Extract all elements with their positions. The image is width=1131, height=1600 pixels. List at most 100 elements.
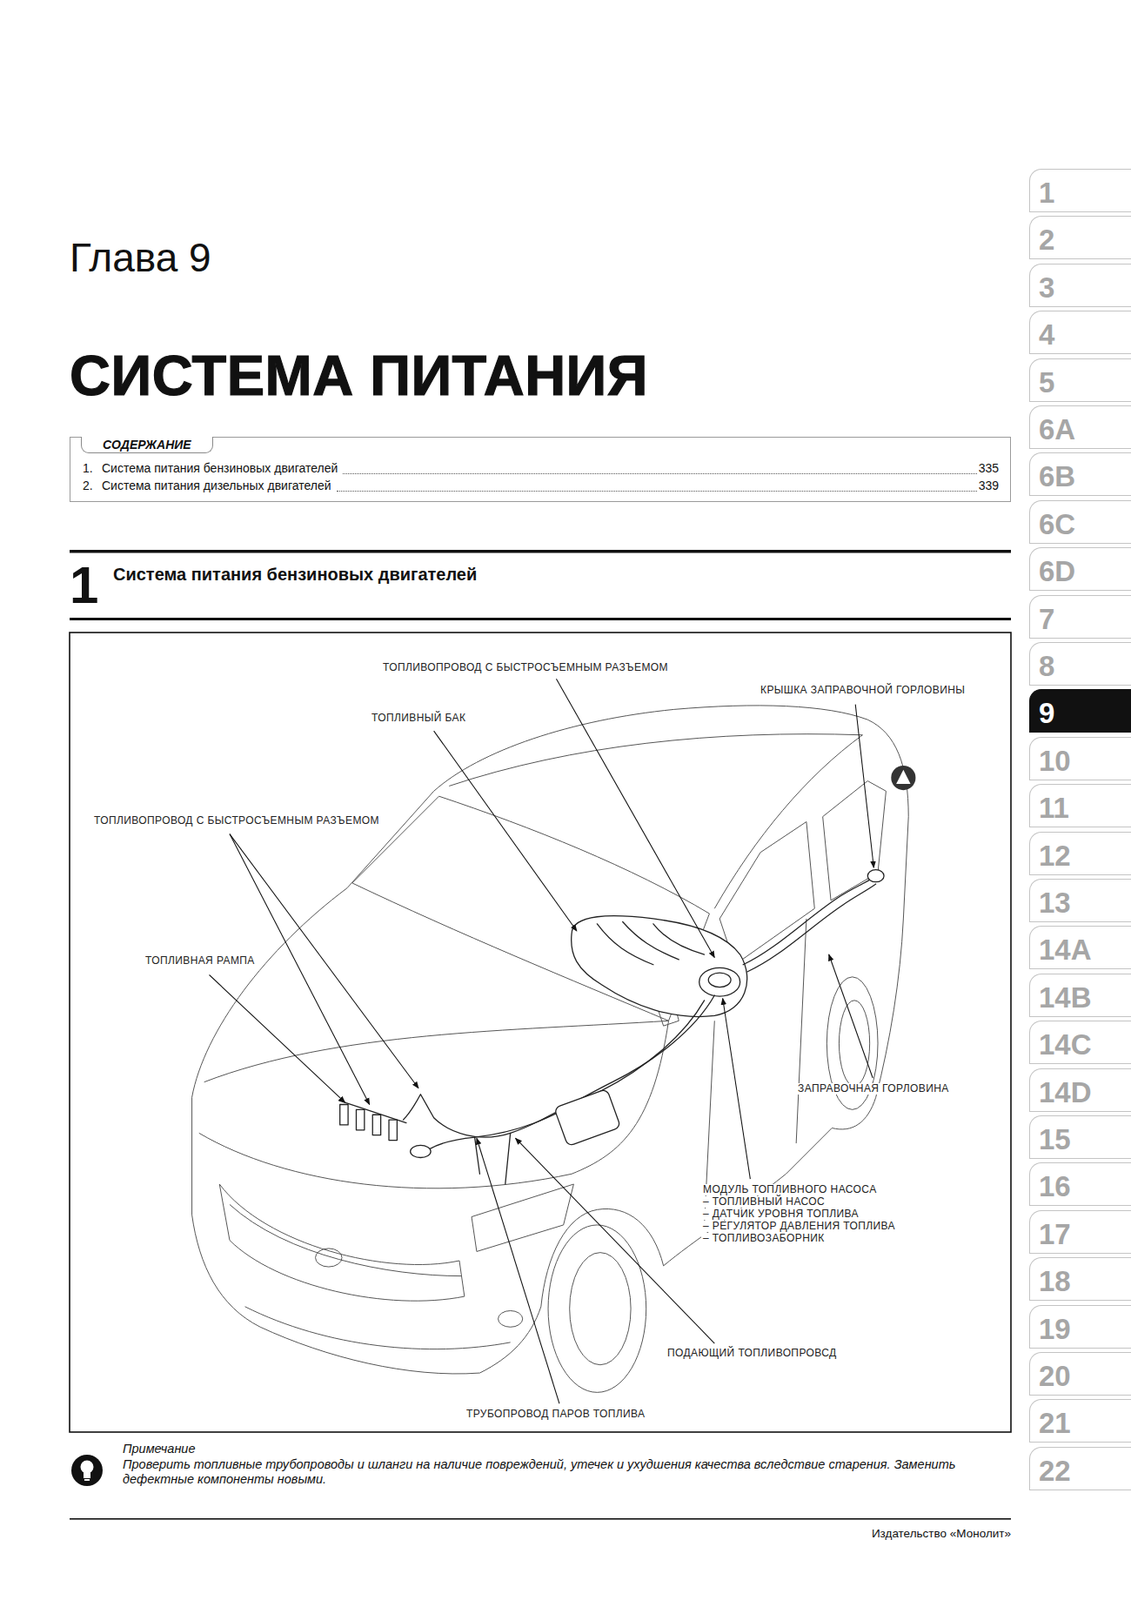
front-wheel-rim — [569, 1252, 631, 1366]
contents-heading: СОДЕРЖАНИЕ — [80, 436, 214, 454]
grille — [219, 1184, 465, 1301]
chapter-tab: 6C — [1029, 500, 1131, 544]
tab-number: 14D — [1038, 1077, 1092, 1107]
footer-rule — [69, 1518, 1011, 1520]
tab-number: 22 — [1038, 1456, 1071, 1486]
rear-wheel-rim — [838, 1000, 870, 1087]
tab-number: 20 — [1038, 1361, 1071, 1391]
note-icon — [71, 1454, 103, 1486]
leader-line — [229, 834, 419, 1089]
filler-cap — [867, 870, 884, 883]
tab-number: 14A — [1038, 935, 1092, 964]
contents-box: СОДЕРЖАНИЕ 1. Система питания бензиновых д… — [69, 436, 1011, 502]
callout-sublabel: – ТОПЛИВНЫЙ НАСОС — [701, 1196, 827, 1208]
injector — [372, 1114, 381, 1135]
note-text: Проверить топливные трубопроводы и шланг… — [122, 1457, 1011, 1487]
car-illustration — [192, 678, 917, 1404]
callout-sublabel: – РЕГУЛЯТОР ДАВЛЕНИЯ ТОПЛИВА — [701, 1220, 897, 1232]
leader-line — [434, 730, 577, 931]
chapter-tab: 14D — [1029, 1068, 1131, 1112]
leader-lines — [209, 678, 875, 1404]
injector — [388, 1119, 397, 1140]
callout-label: МОДУЛЬ ТОПЛИВНОГО НАСОСА — [701, 1184, 879, 1196]
headlight — [471, 1184, 574, 1252]
page-title: СИСТЕМА ПИТАНИЯ — [69, 347, 649, 404]
tab-number: 6C — [1038, 509, 1076, 539]
chapter-tab: 6A — [1029, 405, 1131, 449]
tab-number: 6D — [1038, 556, 1076, 586]
injector — [355, 1109, 364, 1130]
callout-label: ЗАПРАВОЧНАЯ ГОРЛОВИНА — [796, 1083, 951, 1095]
tab-number: 18 — [1038, 1266, 1071, 1296]
contents-item: Система питания дизельных двигателей — [101, 478, 335, 494]
publisher-logo — [890, 765, 916, 790]
tab-number: 14B — [1038, 983, 1092, 1012]
filler-neck — [742, 877, 877, 972]
chapter-tab: 19 — [1029, 1305, 1131, 1349]
tab-number: 17 — [1038, 1219, 1071, 1249]
chapter-tab: 21 — [1029, 1398, 1131, 1443]
fog-light — [498, 1311, 523, 1328]
fuel-pump-module — [708, 972, 731, 987]
tab-number: 13 — [1038, 888, 1071, 917]
tab-number: 5 — [1038, 368, 1055, 397]
chapter-tab: 8 — [1029, 642, 1131, 686]
callout-sublabel: – ТОПЛИВОЗАБОРНИК — [701, 1232, 827, 1245]
tab-number: 15 — [1038, 1124, 1071, 1154]
tab-number: 1 — [1038, 178, 1055, 208]
chapter-tab: 3 — [1029, 263, 1131, 308]
bumper — [245, 1306, 511, 1350]
roof-line — [448, 734, 863, 910]
callout-label: ТОПЛИВОПРОВОД С БЫСТРОСЪЕМНЫМ РАЗЪЕМОМ — [381, 662, 670, 674]
leader-line — [229, 834, 370, 1105]
chapter-tab: 13 — [1029, 878, 1131, 923]
tab-number: 11 — [1038, 793, 1070, 823]
emblem — [315, 1248, 343, 1267]
vapor-line — [428, 1000, 705, 1150]
evap-canister — [554, 1088, 622, 1146]
contents-item: Система питания бензиновых двигателей — [101, 461, 341, 476]
callout-label: ТРУБОПРОВОД ПАРОВ ТОПЛИВА — [464, 1408, 648, 1420]
callout-label: КРЫШКА ЗАПРАВОЧНОЙ ГОРЛОВИНЫ — [758, 684, 967, 696]
injector — [340, 1104, 348, 1125]
hood-line — [199, 1020, 670, 1189]
chapter-tab: 14C — [1029, 1020, 1131, 1065]
illustration-frame — [69, 632, 1011, 1433]
leader-line — [555, 678, 715, 957]
tab-number: 4 — [1038, 320, 1055, 349]
tab-number: 14C — [1038, 1030, 1092, 1059]
callout-label: ПОДАЮЩИЙ ТОПЛИВОПРОВСД — [665, 1347, 839, 1359]
section-rule — [69, 549, 1011, 554]
chapter-tab: 11 — [1029, 783, 1131, 828]
tab-number: 12 — [1038, 841, 1071, 870]
chapter-tab: 10 — [1029, 736, 1131, 781]
tab-number: 9 — [1038, 698, 1055, 728]
callout-label: ТОПЛИВНЫЙ БАК — [369, 712, 468, 724]
chapter-tab: 17 — [1029, 1210, 1131, 1254]
tab-number: 19 — [1038, 1314, 1071, 1344]
chapter-tab: 5 — [1029, 358, 1131, 402]
callout-label: ТОПЛИВОПРОВОД С БЫСТРОСЪЕМНЫМ РАЗЪЕМОМ — [92, 815, 382, 827]
publisher-name: Издательство «Монолит» — [871, 1526, 1011, 1541]
callout-label: ТОПЛИВНАЯ РАМПА — [143, 955, 257, 967]
chapter-tab: 22 — [1029, 1446, 1131, 1491]
leader-line — [515, 1137, 716, 1344]
leader-line — [829, 954, 873, 1078]
chapter-tab: 4 — [1029, 310, 1131, 355]
section-rule — [69, 617, 1011, 621]
item-number: 1. — [82, 461, 96, 476]
chapter-tab: 6B — [1029, 452, 1131, 496]
dot-leader — [342, 473, 977, 475]
tab-number: 2 — [1038, 225, 1055, 255]
tab-number: 8 — [1038, 651, 1055, 681]
section-heading: Система питания бензиновых двигателей — [113, 564, 477, 584]
tab-number: 10 — [1038, 746, 1071, 776]
callout-sublabel: – ДАТЧИК УРОВНЯ ТОПЛИВА — [701, 1208, 861, 1220]
tab-number: 16 — [1038, 1171, 1071, 1201]
purge-valve — [410, 1144, 431, 1158]
fuel-pump-module — [699, 967, 741, 997]
page-number: 335 — [978, 461, 1002, 476]
leader-line — [209, 974, 346, 1103]
side-window — [719, 781, 886, 965]
